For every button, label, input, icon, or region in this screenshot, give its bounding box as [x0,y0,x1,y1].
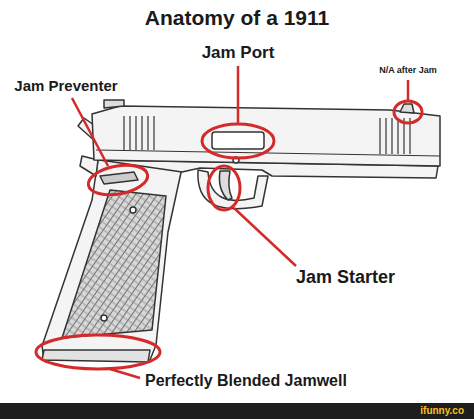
slide-serrations [147,116,148,150]
grip-frame [42,160,182,360]
leader-line [237,66,240,123]
front-sight [400,104,414,113]
trigger [219,171,232,200]
diagram-title: Anatomy of a 1911 [145,6,329,29]
leader-line [110,369,140,378]
slide-serrations [153,116,154,150]
leader-line [72,98,108,166]
watermark: ifunny.co [420,405,464,416]
ejection-port [212,132,264,149]
slide [92,106,440,166]
pistol [42,100,440,362]
slide-serrations [124,116,410,154]
callout-circle [394,101,422,123]
leader-lines [72,66,408,378]
slide-serrations [397,118,398,154]
part-label: Jam Port [202,44,275,63]
slide-serrations [129,116,130,150]
grip-panel [62,190,166,338]
slide-serrations [391,118,392,154]
callout-circle [208,166,240,210]
part-label: N/A after Jam [379,66,437,76]
part-label: Perfectly Blended Jamwell [145,372,347,390]
slide-serrations [385,118,386,154]
thumb-safety [100,172,138,184]
leader-line [407,80,410,100]
slide-serrations [123,116,124,150]
slide-serrations [379,118,380,154]
callout-circle [86,161,150,199]
leader-line [234,208,296,266]
magazine-base [42,350,150,362]
callout-circle [202,124,274,158]
part-label: Jam Starter [296,268,395,288]
callout-circle [36,335,160,369]
grip-screw [130,207,136,213]
grip-screw [101,315,107,321]
slide-serrations [135,116,136,150]
rear-sight [104,100,124,108]
slide-serrations [141,116,142,150]
part-label: Jam Preventer [14,78,117,95]
watermark-bar [0,403,474,419]
